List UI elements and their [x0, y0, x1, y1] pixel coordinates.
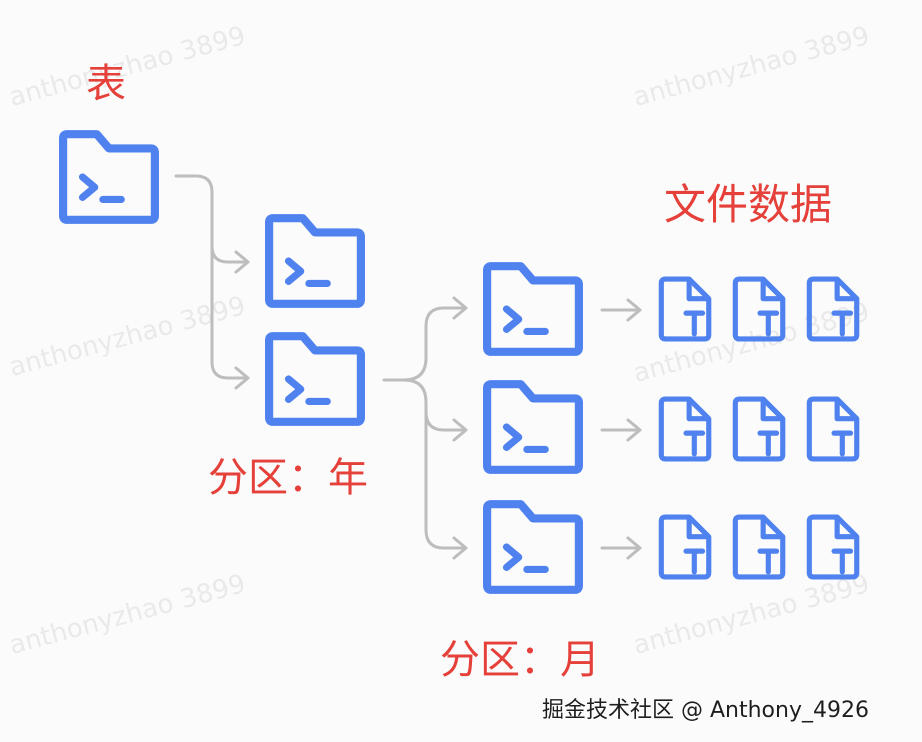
table-folder-icon: [63, 134, 155, 220]
partition-year-label: 分区：年: [208, 455, 368, 501]
year-partition-folder-icon: [269, 336, 361, 422]
month-partition-folder-icon: [487, 266, 579, 352]
file-icon: [661, 279, 708, 339]
file-icon: [661, 517, 708, 577]
connector-table-branch: [210, 244, 248, 380]
arrowhead: [234, 250, 250, 274]
file-icon: [809, 399, 856, 459]
file-icon: [809, 517, 856, 577]
arrowheads: [234, 250, 642, 560]
file-icon: [735, 399, 782, 459]
connector-lines: [174, 174, 640, 550]
connector-year-branch: [424, 410, 466, 550]
arrowhead: [626, 298, 642, 322]
credit-watermark: 掘金技术社区 @ Anthony_4926: [542, 698, 869, 723]
table-label: 表: [86, 61, 126, 107]
arrowhead: [452, 296, 468, 320]
arrowhead: [626, 536, 642, 560]
file-icon: [809, 279, 856, 339]
file-icon: [735, 279, 782, 339]
file-icon: [661, 399, 708, 459]
file-data-label: 文件数据: [664, 180, 833, 229]
connector-year-branch: [382, 306, 466, 382]
arrowhead: [452, 418, 468, 442]
arrowhead: [452, 536, 468, 560]
month-partition-folder-icon: [487, 384, 579, 470]
connector-table-branch: [174, 174, 248, 264]
arrowhead: [626, 418, 642, 442]
month-partition-folder-icon: [487, 504, 579, 590]
file-icon: [735, 517, 782, 577]
arrowhead: [234, 366, 250, 390]
year-partition-folder-icon: [269, 218, 361, 304]
partition-month-label: 分区：月: [440, 637, 600, 683]
